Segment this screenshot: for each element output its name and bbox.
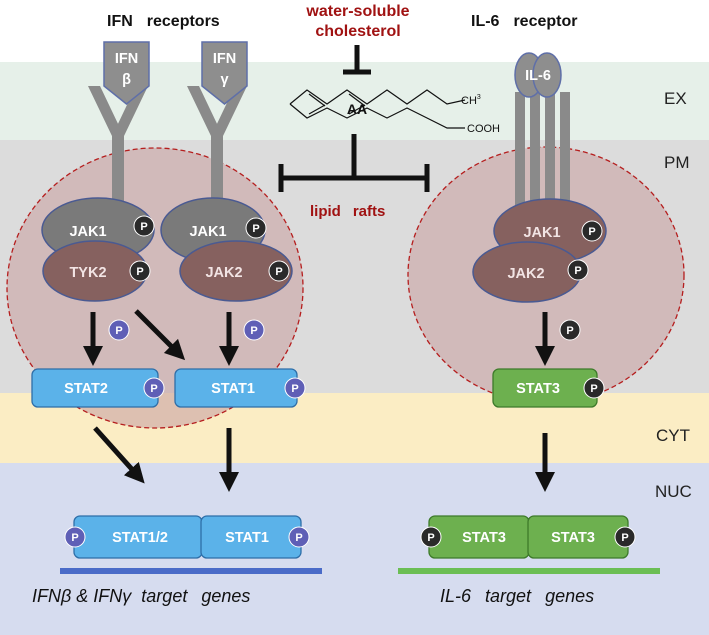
stat3-nuc-left-phospho-label: P (427, 532, 434, 544)
stat3-nuc-left-phospho (420, 526, 442, 548)
ifn-gamma-ligand-symbol: γ (220, 72, 228, 88)
p-free-left (108, 319, 130, 341)
gene-bar-ifn (60, 568, 322, 574)
stat3-nuc-right-phospho-label: P (621, 532, 628, 544)
jak2-il6-phospho-label: P (574, 265, 581, 277)
stat1-nuc-label: STAT1 (225, 530, 269, 546)
stat3-cyt-label: STAT3 (516, 381, 560, 397)
ifn-beta-ligand-label: IFN (115, 51, 138, 67)
jak2-ifn-gamma-phospho (268, 260, 290, 282)
stat1-nuc-phospho-label: P (295, 532, 302, 544)
stat12-nuc-phospho (64, 526, 86, 548)
p-free-right-label: P (566, 325, 573, 337)
stat2-cyt-phospho (143, 377, 165, 399)
molecule-cooh: COOH (467, 123, 500, 135)
ifn-beta-ligand (103, 41, 150, 105)
p-free-left-label: P (115, 325, 122, 337)
region-label-nuc: NUC (655, 482, 692, 501)
inhibitor-label-line2: cholesterol (315, 23, 400, 40)
ifn-gamma-ligand (201, 41, 248, 105)
inhibitor-label-line1: water-soluble (305, 3, 409, 20)
stat1-nuc-phospho (288, 526, 310, 548)
arachidonic-acid-molecule (289, 89, 466, 129)
jak1-ifn-gamma-label: JAK1 (189, 224, 226, 240)
jak2-ifn-gamma-phospho-label: P (275, 266, 282, 278)
stat3-nuc-left-label: STAT3 (462, 530, 506, 546)
molecule-name: AA (347, 101, 367, 117)
arrow-tyk2-to-stat1 (134, 309, 186, 361)
jak1-il6-phospho (581, 220, 603, 242)
molecule-ch3: CH3 (461, 94, 481, 107)
stat2-cyt-phospho-label: P (150, 383, 157, 395)
stat12-nuc-label: STAT1/2 (112, 530, 168, 546)
jak1-ifn-gamma-phospho (245, 217, 267, 239)
stat1-cyt-label: STAT1 (211, 381, 255, 397)
tyk2-phospho (129, 260, 151, 282)
ifn-beta-receptor (88, 86, 148, 212)
p-free-middle-label: P (250, 325, 257, 337)
il6-ligand-label: IL-6 (525, 68, 551, 84)
ifn-beta-ligand-symbol: β (122, 72, 131, 88)
jak1-il6-phospho-label: P (588, 226, 595, 238)
jak1-ifn-gamma-phospho-label: P (252, 223, 259, 235)
stat3-cyt-phospho-label: P (590, 383, 597, 395)
ifn-gamma-receptor (187, 86, 247, 212)
jak2-il6-label: JAK2 (507, 266, 544, 282)
region-label-pm: PM (664, 153, 690, 172)
il6-ligand-right (532, 52, 562, 98)
tyk2-label: TYK2 (69, 265, 106, 281)
gene-bar-il6 (398, 568, 660, 574)
jak1-il6-label: JAK1 (523, 225, 560, 241)
stat2-cyt-label: STAT2 (64, 381, 108, 397)
tyk2-phospho-label: P (136, 266, 143, 278)
p-free-right (559, 319, 581, 341)
jak1-ifn-beta-phospho (133, 215, 155, 237)
stat3-cyt-phospho (583, 377, 605, 399)
stat1-cyt-phospho-label: P (291, 383, 298, 395)
jak1-ifn-beta-label: JAK1 (69, 224, 106, 240)
jak2-ifn-gamma-label: JAK2 (205, 265, 242, 281)
stat12-nuc-phospho-label: P (71, 532, 78, 544)
jak2-il6-phospho (567, 259, 589, 281)
jak1-ifn-beta-phospho-label: P (140, 221, 147, 233)
region-label-ex: EX (664, 89, 687, 108)
stat1-cyt-phospho (284, 377, 306, 399)
il6-receptor (515, 92, 570, 220)
jak2-ifn-gamma (179, 240, 293, 302)
region-label-cyt: CYT (656, 426, 690, 445)
p-free-middle (243, 319, 265, 341)
stat3-nuc-right-phospho (614, 526, 636, 548)
arrow-stat2-to-nucleus (93, 426, 145, 484)
stat3-nuc-right-label: STAT3 (551, 530, 595, 546)
ifn-gamma-ligand-label: IFN (213, 51, 236, 67)
